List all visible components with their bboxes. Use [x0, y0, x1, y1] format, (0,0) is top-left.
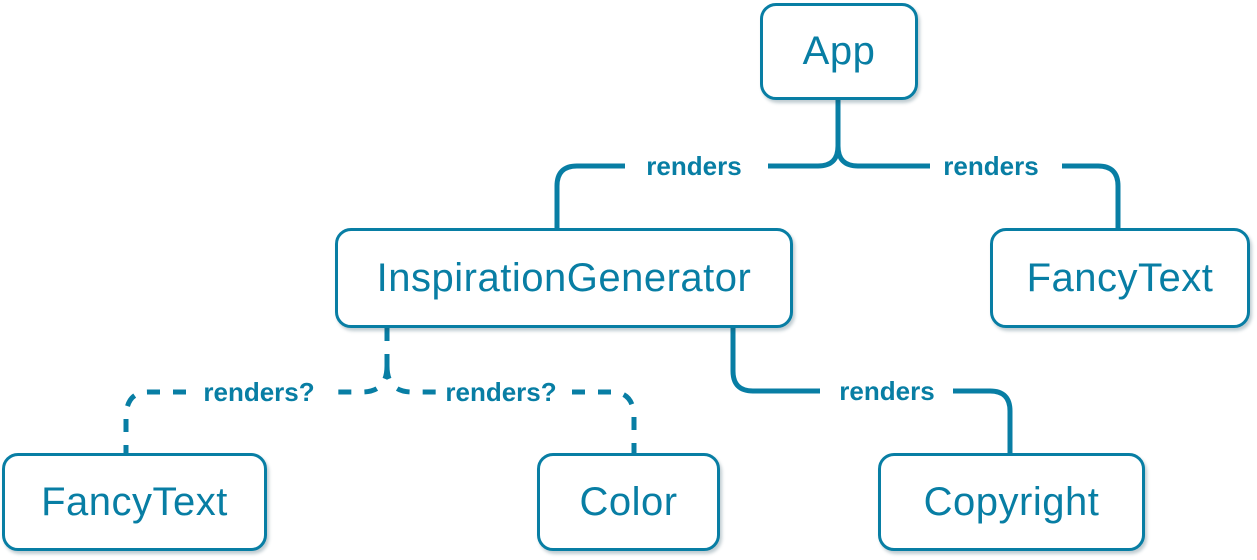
edge-inspiration-copyright-line-b — [953, 388, 1013, 455]
node-color-label: Color — [579, 479, 678, 524]
node-fancy-text-bottom: FancyText — [2, 453, 267, 551]
node-inspiration-generator-label: InspirationGenerator — [376, 255, 752, 300]
edge-inspiration-copyright-line-a — [730, 328, 820, 394]
edge-label-inspiration-fancytext: renders? — [200, 378, 318, 406]
node-app-label: App — [802, 29, 876, 73]
node-copyright: Copyright — [878, 453, 1145, 551]
edge-inspiration-fancytext-line-b — [123, 389, 186, 453]
node-fancy-text-bottom-label: FancyText — [41, 479, 228, 524]
node-app: App — [760, 3, 918, 100]
edge-inspiration-fancytext-line-a — [330, 365, 390, 395]
node-fancy-text-top: FancyText — [990, 228, 1250, 328]
edge-app-inspiration-line-a — [768, 100, 841, 169]
node-fancy-text-top-label: FancyText — [1026, 255, 1214, 300]
edge-label-inspiration-copyright: renders — [836, 377, 938, 405]
edge-label-inspiration-color: renders? — [442, 378, 560, 406]
edge-inspiration-color-line-a — [384, 365, 436, 395]
node-copyright-label: Copyright — [923, 479, 1100, 524]
node-inspiration-generator: InspirationGenerator — [335, 228, 793, 328]
edge-inspiration-color-line-b — [572, 389, 637, 453]
edge-label-app-fancytext: renders — [940, 152, 1042, 180]
node-color: Color — [537, 453, 720, 551]
edge-app-fancytext-line-b — [1062, 163, 1121, 228]
edge-app-fancytext-line-a — [835, 145, 930, 169]
edge-app-inspiration-line-b — [554, 163, 625, 228]
edge-label-app-inspiration: renders — [643, 152, 745, 180]
